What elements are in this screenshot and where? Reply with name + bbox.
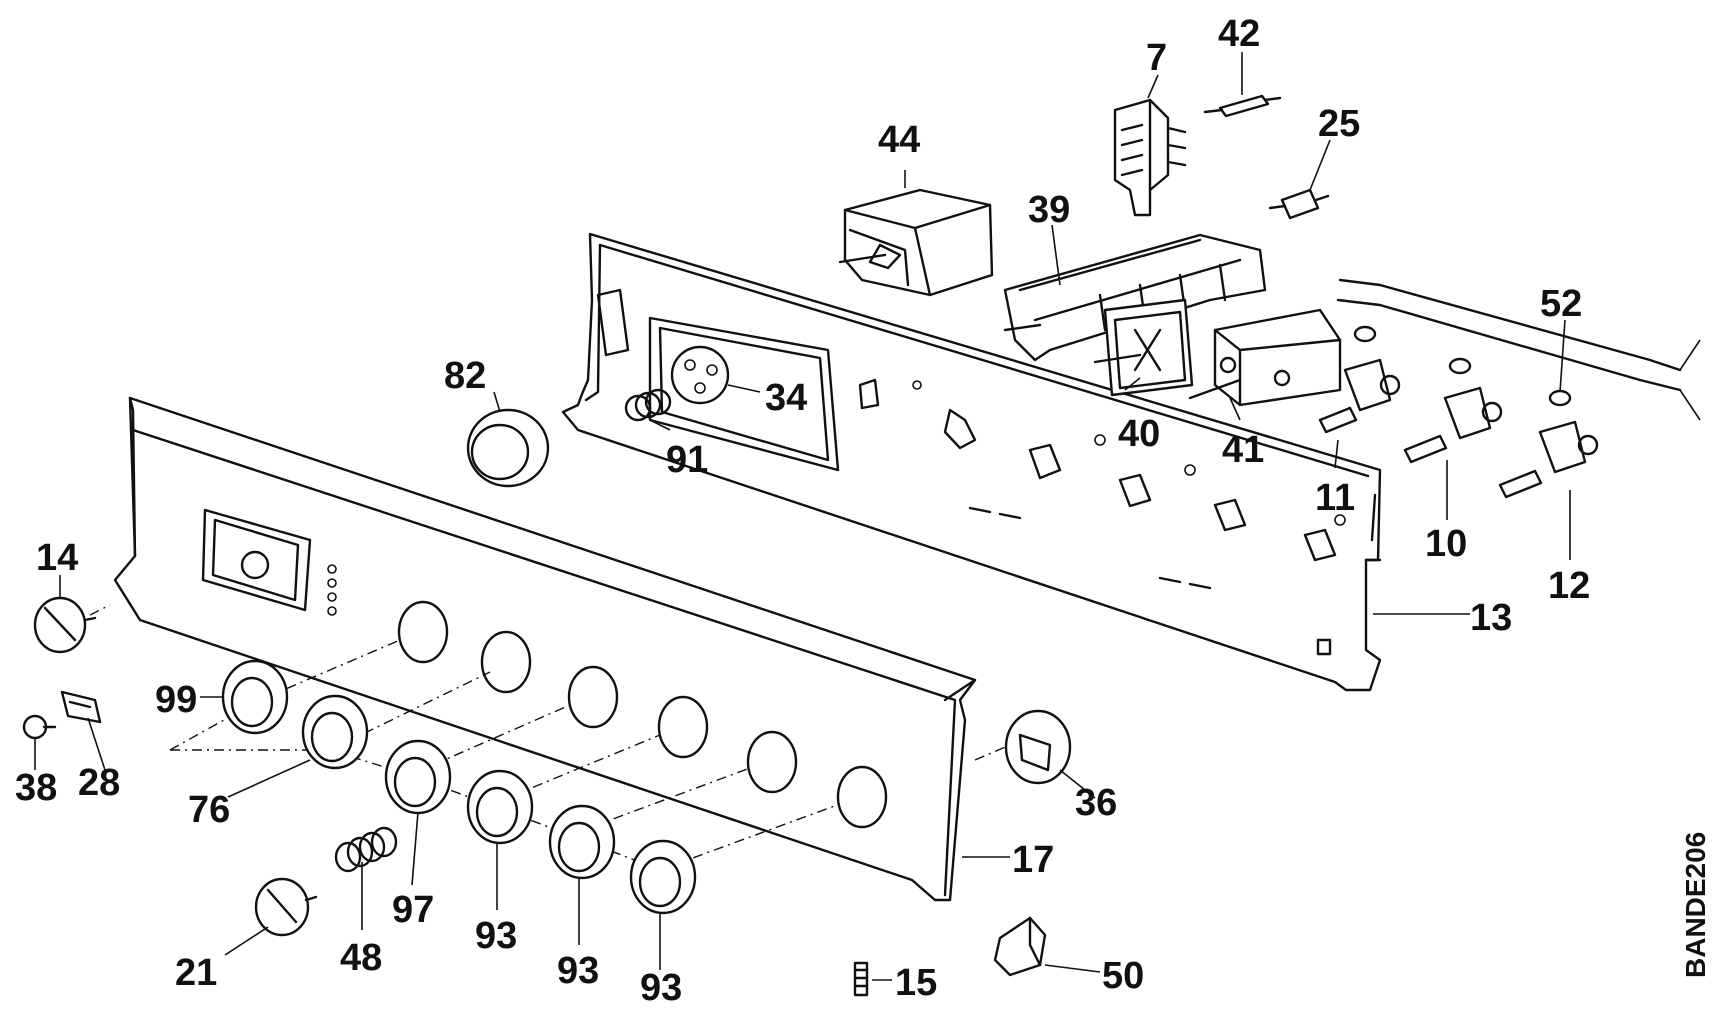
callout-93-a: 93 [475,915,517,957]
control-panel-17 [113,396,977,902]
gas-tap-11 [1318,358,1401,434]
spring-48 [334,826,398,873]
screw-15 [853,961,869,997]
spring-91 [624,388,672,422]
callout-93-b: 93 [557,950,599,992]
callout-42: 42 [1218,13,1260,55]
callout-11: 11 [1315,477,1355,519]
timer-44 [838,188,994,297]
ring-93-c [629,839,697,915]
drawing-code: BANDE206 [1680,832,1711,978]
callout-44: 44 [878,119,920,161]
ring-97 [384,739,452,815]
callout-17: 17 [1012,839,1054,881]
callout-50: 50 [1102,955,1144,997]
callout-36: 36 [1075,782,1117,824]
callout-40: 40 [1118,413,1160,455]
plate-34 [670,345,730,405]
knob-36 [1004,709,1072,785]
callout-76: 76 [188,789,230,831]
callout-38: 38 [15,767,57,809]
callout-28: 28 [78,762,120,804]
nipple-52 [1353,325,1572,407]
gas-pipe [1336,278,1701,421]
callout-97: 97 [392,889,434,931]
callout-52: 52 [1540,283,1582,325]
screw-38 [22,714,57,740]
callout-39: 39 [1028,189,1070,231]
ring-93-b [548,804,616,880]
gas-tap-10 [1403,386,1503,464]
callout-13: 13 [1470,597,1512,639]
ring-99 [221,659,289,735]
callout-82: 82 [444,355,486,397]
callout-93-c: 93 [640,967,682,1009]
bezel-82 [466,408,550,488]
callout-15: 15 [895,962,937,1004]
switch-7 [1113,98,1187,217]
callout-7: 7 [1146,37,1167,79]
leader-lines [34,52,1571,981]
callout-41: 41 [1222,429,1264,471]
knob-21 [254,877,318,937]
thermostat-40 [1093,298,1194,397]
gas-tap-12 [1498,420,1599,499]
resistor-25 [1268,188,1330,220]
callout-12: 12 [1548,565,1590,607]
switch-block-39 [1003,233,1267,362]
knob-14 [33,596,97,654]
callout-10: 10 [1425,523,1467,565]
knob-cap-50 [993,916,1047,977]
ring-93-a [466,769,534,845]
callout-91: 91 [666,439,708,481]
element-42 [1203,94,1282,118]
callout-21: 21 [175,952,217,994]
callout-labels: 44 7 42 25 39 52 82 34 91 40 41 11 10 12… [15,13,1711,1009]
ring-76 [301,694,369,770]
callout-34: 34 [765,377,807,419]
callout-48: 48 [340,937,382,979]
callout-99: 99 [155,679,197,721]
regulator-41 [1188,308,1342,407]
callout-25: 25 [1318,103,1360,145]
rear-bracket-13 [561,232,1382,692]
callout-14: 14 [36,537,78,579]
clip-28 [60,690,102,724]
